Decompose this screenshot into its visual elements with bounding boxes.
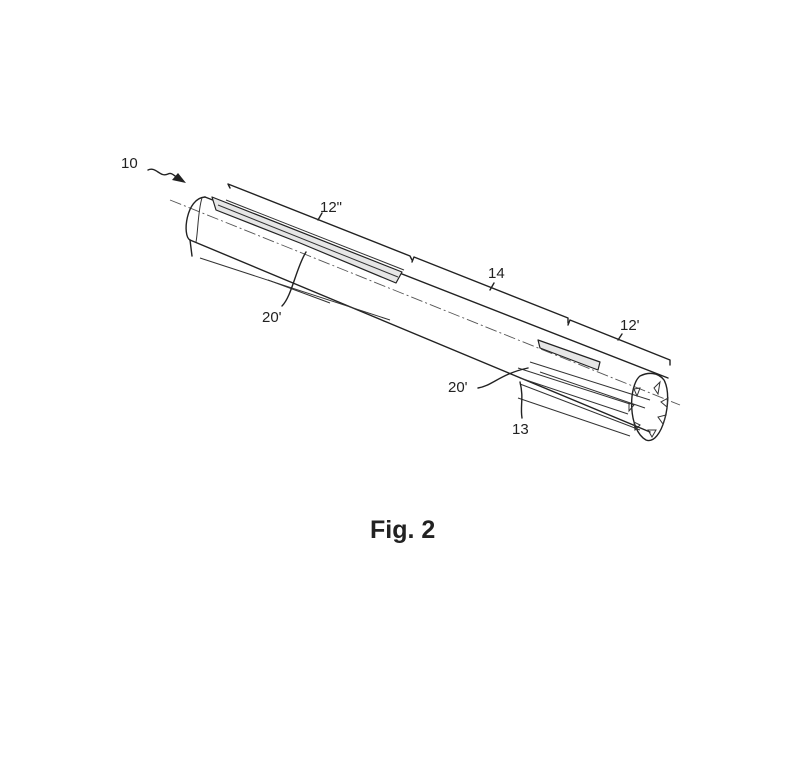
- right-splined-end: [517, 339, 669, 441]
- brace-middle-section: [411, 256, 569, 324]
- label-groove-left: 20': [262, 309, 282, 326]
- figure-caption: Fig. 2: [370, 516, 435, 544]
- label-section-left: 12": [320, 199, 342, 216]
- center-axis: [169, 199, 681, 406]
- label-middle-section: 14: [488, 265, 505, 282]
- brace-section-left: [227, 183, 413, 261]
- label-section-right: 12': [620, 317, 640, 334]
- label-groove-right: 20': [448, 379, 468, 396]
- leader-groove-right: [477, 367, 529, 389]
- brace-section-right: [567, 319, 671, 366]
- reference-arrow-10: [147, 168, 186, 183]
- label-spline: 13: [512, 421, 529, 438]
- shaft-body: [185, 196, 669, 433]
- left-groove: [211, 196, 405, 284]
- label-shaft: 10: [121, 155, 138, 172]
- leader-groove-left: [281, 251, 307, 307]
- leader-spline: [519, 381, 523, 419]
